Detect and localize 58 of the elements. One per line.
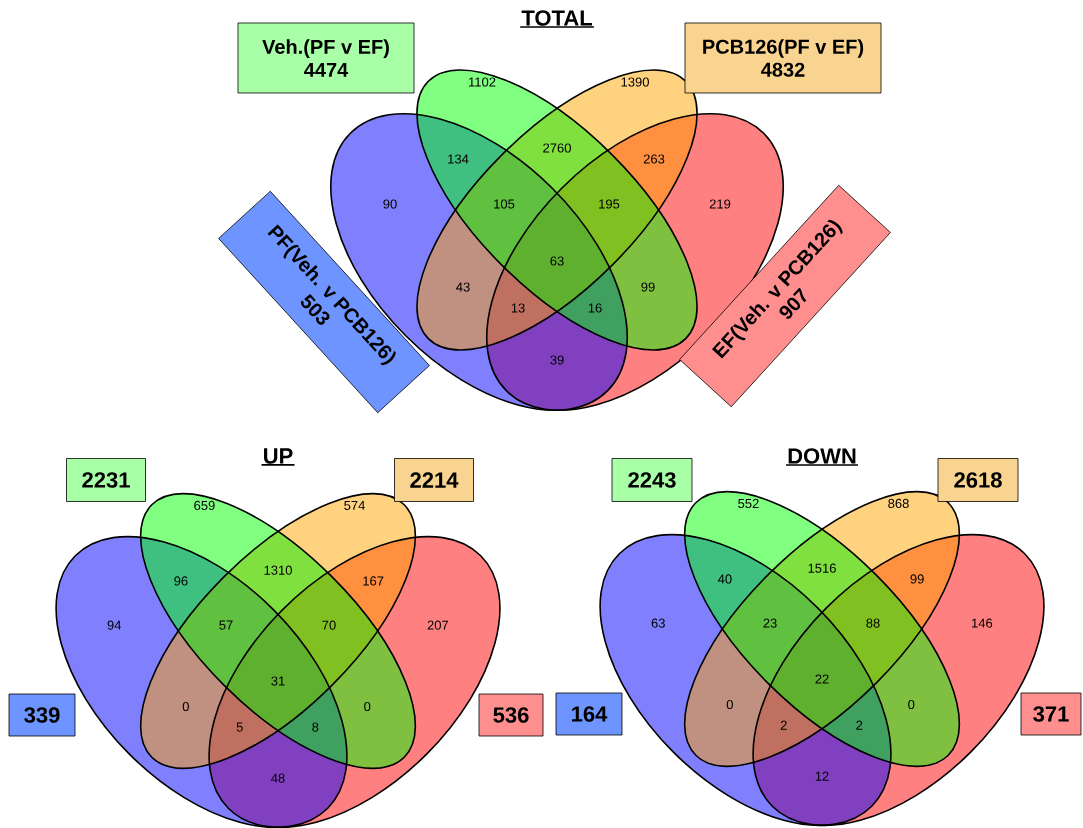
region-count: 63: [550, 256, 564, 266]
region-count: 40: [718, 574, 732, 584]
region-count: 13: [511, 303, 525, 313]
region-count: 0: [908, 699, 915, 710]
region-count: 1310: [264, 565, 292, 575]
region-count: 219: [709, 199, 731, 209]
region-count: 88: [866, 618, 880, 628]
region-count: 96: [174, 576, 188, 586]
region-count: 868: [888, 498, 909, 509]
region-count: 0: [182, 701, 189, 712]
region-count: 12: [815, 771, 829, 781]
title: DOWN: [785, 448, 859, 466]
set-label-box: 2618: [937, 458, 1019, 502]
region-count: 63: [651, 618, 665, 628]
region-count: 195: [599, 199, 620, 209]
region-count: 2: [856, 720, 863, 730]
region-count: 2: [780, 720, 787, 730]
region-count: 574: [344, 500, 365, 510]
region-count: 105: [494, 199, 515, 209]
region-count: 8: [312, 722, 319, 732]
title: UP: [260, 448, 296, 466]
set-label-box: 371: [1020, 692, 1082, 736]
region-count: 146: [972, 618, 993, 628]
region-count: 1390: [621, 77, 649, 87]
set-label-box: 2214: [394, 458, 474, 502]
region-count: 57: [219, 620, 233, 630]
region-count: 0: [364, 701, 371, 712]
set-label-box: 164: [555, 692, 623, 736]
set-label-box: 536: [478, 693, 544, 737]
set-label-box: 2231: [66, 458, 146, 502]
region-count: 39: [550, 355, 564, 365]
region-count: 22: [815, 674, 829, 684]
title: TOTAL: [519, 10, 595, 28]
region-count: 1516: [808, 563, 836, 573]
region-count: 94: [107, 620, 122, 630]
region-count: 48: [271, 773, 285, 783]
region-count: 1102: [469, 77, 496, 87]
region-count: 70: [322, 620, 336, 630]
region-count: 207: [427, 620, 449, 630]
region-count: 5: [236, 722, 243, 732]
region-count: 552: [738, 498, 759, 509]
region-count: 99: [641, 282, 655, 292]
region-count: 263: [643, 154, 665, 164]
region-count: 43: [456, 282, 470, 292]
set-label-box: Veh.(PF v EF) 4474: [237, 22, 415, 94]
region-count: 659: [194, 500, 215, 511]
region-count: 31: [271, 676, 285, 686]
region-count: 134: [448, 154, 469, 164]
region-count: 2760: [543, 143, 571, 153]
region-count: 99: [910, 574, 924, 584]
region-count: 0: [726, 699, 733, 710]
region-count: 23: [763, 618, 777, 628]
region-count: 16: [588, 303, 602, 313]
set-label-box: 2243: [611, 458, 693, 502]
set-label-box: PCB126(PF v EF) 4832: [684, 22, 882, 94]
region-count: 90: [383, 199, 397, 209]
set-label-box: 339: [8, 693, 76, 737]
region-count: 167: [363, 576, 384, 586]
